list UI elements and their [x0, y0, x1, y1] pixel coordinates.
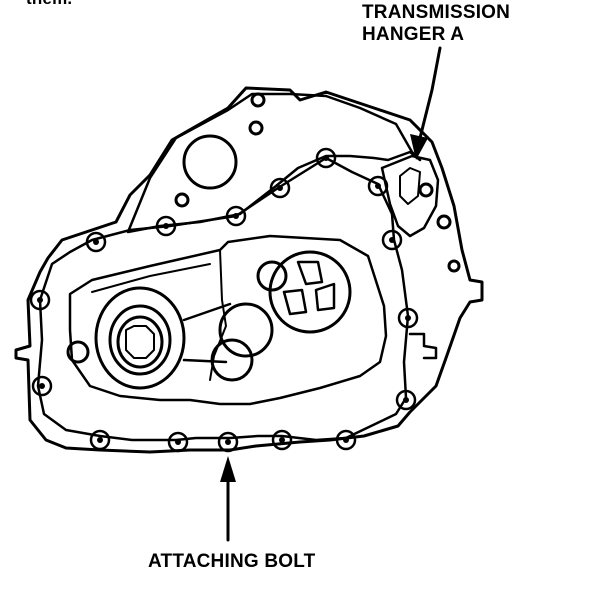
- bolt-leader-arrowhead: [220, 456, 236, 482]
- cropped-top-text: them.: [26, 0, 72, 10]
- bolt-head: [29, 289, 51, 311]
- case-outer-outline: [14, 86, 484, 454]
- bolt-head: [271, 429, 293, 451]
- hanger-label-line2: HANGER A: [362, 24, 465, 45]
- bolt-group: [29, 147, 419, 453]
- boss-upper: [256, 260, 288, 292]
- bolt-head: [217, 431, 239, 453]
- bolt-head: [315, 147, 337, 169]
- bolt-head: [335, 429, 357, 451]
- shaft-link: [182, 302, 232, 364]
- main-shaft-race-inner: [116, 315, 164, 369]
- main-shaft-bore: [125, 325, 155, 359]
- transmission-hanger-label: TRANSMISSION HANGER A: [362, 2, 510, 46]
- hanger-leader-line: [418, 46, 442, 140]
- diff-cutout-3: [314, 282, 336, 312]
- bolt-head: [155, 215, 177, 237]
- bolt-head: [381, 229, 403, 251]
- bolt-head: [31, 375, 53, 397]
- bolt-head: [167, 431, 189, 453]
- bolt-head: [269, 177, 291, 199]
- flange-hole: [447, 259, 461, 273]
- boss-mid-large: [218, 302, 274, 358]
- bolt-head: [225, 205, 247, 227]
- bolt-centers: [37, 155, 411, 445]
- gear-housing: [68, 234, 388, 406]
- upper-bore: [182, 134, 238, 190]
- boss-left: [66, 340, 90, 364]
- main-shaft-outer: [94, 286, 186, 390]
- diff-cutout-2: [282, 288, 308, 316]
- boss-lower: [210, 338, 254, 382]
- gasket-line: [36, 156, 410, 442]
- flange-hole: [436, 214, 452, 230]
- flange-hole: [174, 192, 190, 208]
- attaching-bolt-label: ATTACHING BOLT: [148, 551, 316, 572]
- hanger-hole: [418, 182, 434, 198]
- bolt-head: [89, 429, 111, 451]
- upper-flange: [126, 92, 422, 234]
- bolt-head: [367, 175, 389, 197]
- diff-cutout-1: [296, 260, 324, 286]
- main-shaft-race: [108, 304, 172, 376]
- housing-inner-line: [91, 263, 211, 293]
- bolt-head: [397, 307, 419, 329]
- flange-hole: [248, 120, 264, 136]
- bolt-head: [85, 231, 107, 253]
- bolt-head: [395, 389, 417, 411]
- hanger-slot: [399, 167, 421, 205]
- right-tab: [408, 332, 438, 360]
- hanger-leader-arrowhead: [410, 134, 428, 160]
- flange-hole: [250, 92, 266, 108]
- hanger-bracket: [380, 154, 440, 238]
- hanger-label-line1: TRANSMISSION: [362, 2, 511, 23]
- differential-outer: [268, 250, 352, 334]
